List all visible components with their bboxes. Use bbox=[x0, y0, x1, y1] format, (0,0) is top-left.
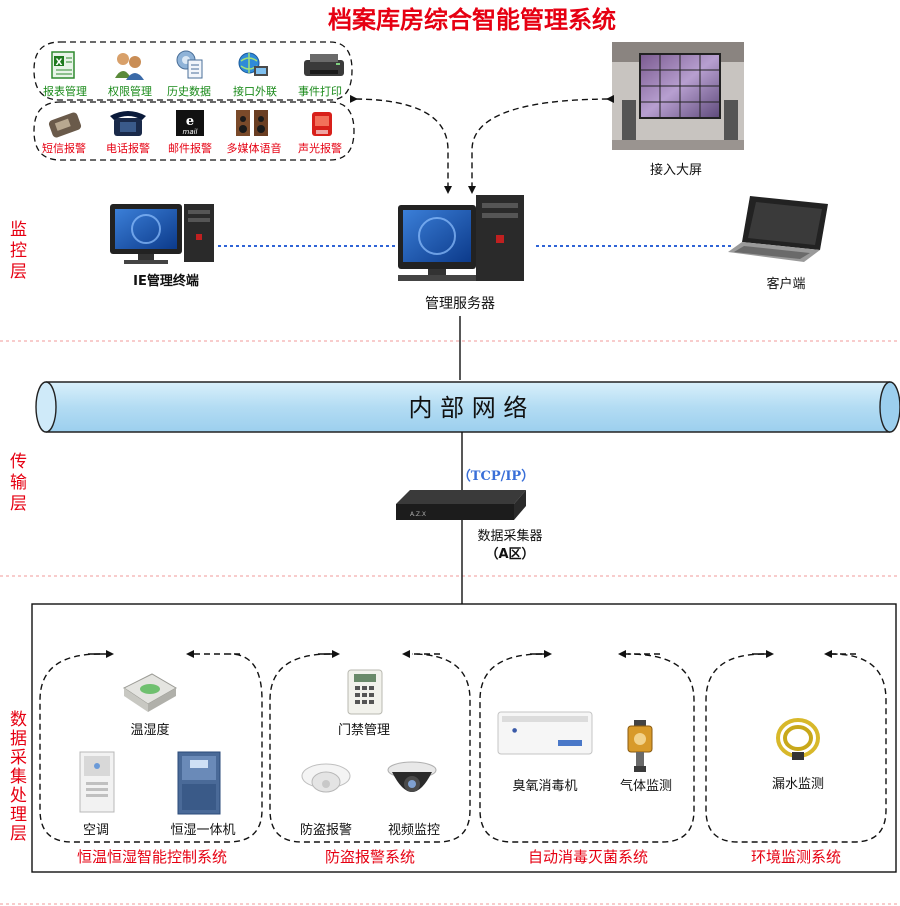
feature-label-permission: 权限管理 bbox=[108, 84, 152, 98]
protocol-label: （TCP/IP） bbox=[458, 468, 534, 484]
subsystem-frame-environment bbox=[705, 653, 887, 843]
telephone-icon bbox=[110, 111, 146, 136]
feature-label-siren: 声光报警 bbox=[298, 141, 342, 155]
printer-icon bbox=[304, 54, 344, 76]
feature-label-sms: 短信报警 bbox=[42, 141, 86, 155]
access-control-icon bbox=[347, 669, 383, 715]
feature-label-report: 报表管理 bbox=[43, 84, 87, 98]
ozone-sterilizer-icon: ● bbox=[497, 711, 593, 755]
excel-icon: X bbox=[51, 51, 75, 79]
subsystem-name-disinfect: 自动消毒灭菌系统 bbox=[528, 848, 648, 866]
subsystem-frame-disinfect bbox=[479, 653, 695, 843]
page-title: 档案库房综合智能管理系统 bbox=[328, 6, 616, 34]
feature-label-interface: 接口外联 bbox=[233, 85, 277, 98]
email-icon-glyph: mail bbox=[183, 128, 198, 136]
feature-label-phone: 电话报警 bbox=[106, 141, 150, 155]
dome-camera-icon bbox=[387, 761, 437, 792]
svg-text:X: X bbox=[56, 58, 63, 68]
subsystem-name-security: 防盗报警系统 bbox=[325, 848, 415, 866]
layer-label-collection: 数据采集处理层 bbox=[6, 710, 27, 843]
feature-label-history: 历史数据 bbox=[167, 84, 211, 98]
email-icon: e mail bbox=[176, 110, 204, 136]
feature-label-email: 邮件报警 bbox=[168, 141, 212, 155]
collector-brand: A.Z.X bbox=[410, 511, 426, 518]
subsystem-name-climate: 恒温恒湿智能控制系统 bbox=[77, 848, 227, 866]
gas-detector-icon bbox=[627, 720, 653, 772]
feature-group-top-loop bbox=[33, 41, 353, 101]
subsystem-name-environment: 环境监测系统 bbox=[751, 848, 841, 866]
air-conditioner-icon bbox=[79, 751, 115, 813]
device-humidifier: 恒湿一体机 bbox=[170, 823, 235, 838]
subsystem-frame-security bbox=[269, 653, 471, 843]
collector-label: 数据采集器 bbox=[477, 528, 542, 544]
layer-label-transport: 传输层 bbox=[6, 452, 27, 515]
water-leak-sensor-icon bbox=[776, 718, 820, 760]
svg-text:e: e bbox=[186, 114, 194, 129]
client-laptop bbox=[728, 196, 828, 262]
device-humidity: 温湿度 bbox=[130, 722, 169, 738]
link-screen-server bbox=[468, 94, 615, 194]
history-icon bbox=[176, 50, 203, 79]
speaker-icon bbox=[236, 110, 268, 136]
collector-zone-label: （A区） bbox=[485, 546, 534, 562]
motion-detector-icon bbox=[301, 763, 351, 793]
collector-device: A.Z.X bbox=[396, 490, 526, 520]
client-label: 客户端 bbox=[766, 276, 805, 292]
big-screen-label: 接入大屏 bbox=[650, 162, 702, 178]
humidifier-cabinet-icon bbox=[177, 751, 221, 815]
device-gas-monitor: 气体监测 bbox=[620, 778, 672, 794]
network-icon bbox=[238, 52, 268, 76]
svg-text:●: ● bbox=[512, 727, 517, 734]
server-computer bbox=[398, 195, 524, 281]
ie-terminal-computer bbox=[110, 204, 214, 264]
device-air-conditioner: 空调 bbox=[83, 823, 109, 838]
server-label: 管理服务器 bbox=[425, 296, 495, 312]
device-ozone-sterilizer: 臭氧消毒机 bbox=[512, 779, 577, 794]
device-access-control: 门禁管理 bbox=[338, 723, 390, 738]
network-pipe bbox=[35, 381, 900, 433]
layer-label-monitor: 监控层 bbox=[6, 220, 27, 283]
subsystems-container bbox=[31, 603, 897, 873]
humidity-sensor-icon bbox=[123, 673, 177, 712]
feature-label-multimedia: 多媒体语音 bbox=[227, 141, 282, 155]
device-video-surveillance: 视频监控 bbox=[388, 823, 440, 838]
feature-label-print: 事件打印 bbox=[298, 84, 342, 98]
device-water-leak: 漏水监测 bbox=[772, 776, 824, 792]
mobile-phone-icon bbox=[48, 112, 82, 138]
users-icon bbox=[115, 53, 144, 80]
ie-terminal-label: IE管理终端 bbox=[133, 273, 199, 289]
network-label: 内 部 网 络 bbox=[409, 394, 528, 422]
link-features-server bbox=[349, 94, 452, 194]
siren-icon bbox=[312, 112, 332, 136]
big-screen-image bbox=[612, 42, 744, 150]
device-burglar-alarm: 防盗报警 bbox=[300, 822, 352, 838]
